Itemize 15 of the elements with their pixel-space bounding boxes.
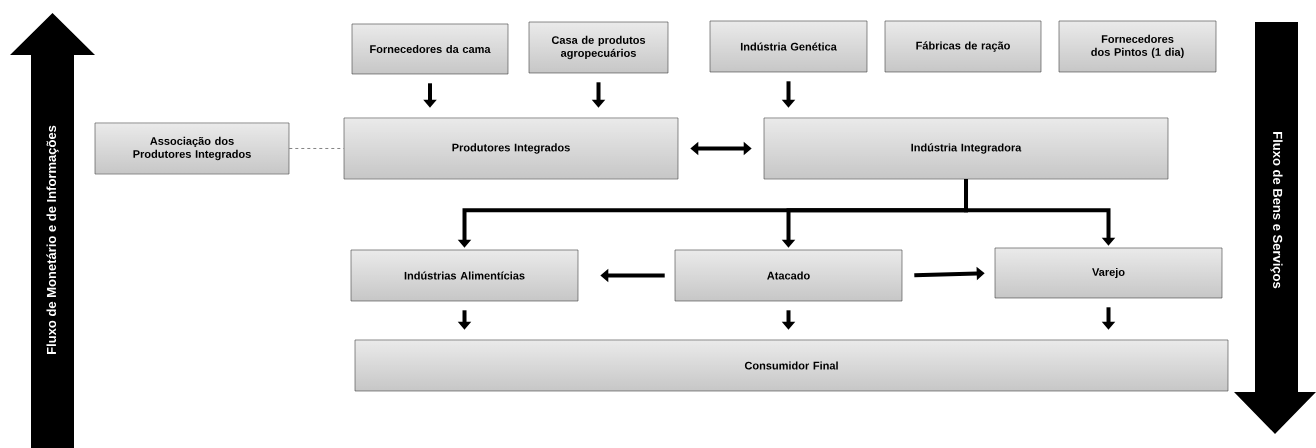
process-box: Indústria Genética bbox=[709, 20, 868, 73]
arrow bbox=[690, 141, 752, 156]
process-box: Fábricas de ração bbox=[884, 20, 1042, 73]
connector-line bbox=[289, 148, 344, 149]
process-box: Associação dos Produtores Integrados bbox=[94, 122, 290, 175]
process-box: Varejo bbox=[994, 247, 1223, 299]
arrow bbox=[964, 179, 1116, 246]
process-box: Indústrias Alimentícias bbox=[350, 249, 579, 302]
process-box: Produtores Integrados bbox=[343, 117, 679, 180]
process-box: Indústria Integradora bbox=[763, 117, 1169, 180]
process-box: Atacado bbox=[674, 249, 903, 302]
process-box: Consumidor Final bbox=[354, 339, 1229, 392]
process-box: Fornecedores da cama bbox=[351, 23, 509, 75]
process-box: Fornecedores dos Pintos (1 dia) bbox=[1058, 20, 1217, 73]
process-box: Casa de produtos agropecuários bbox=[528, 21, 669, 74]
